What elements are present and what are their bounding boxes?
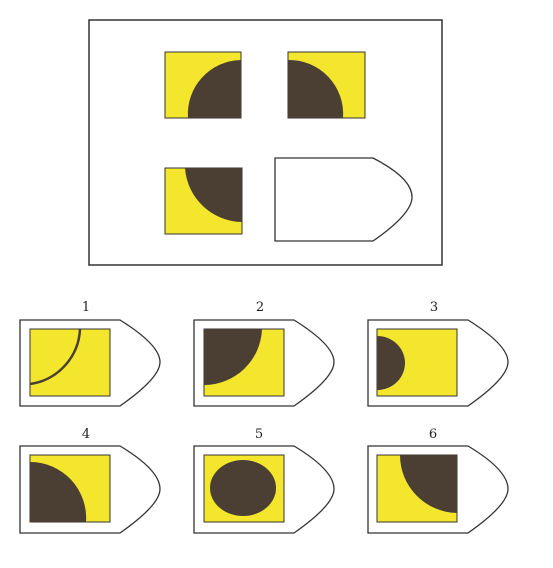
dark-quarter-disc (204, 329, 262, 385)
yellow-square (29, 328, 111, 397)
option-number: 2 (256, 300, 264, 315)
option-number: 3 (430, 300, 438, 315)
option-number: 5 (255, 427, 263, 442)
dark-quarter-disc (288, 59, 344, 118)
dark-half-disc (377, 336, 405, 390)
option-6[interactable]: 6 (367, 427, 509, 534)
question-frame (88, 19, 443, 266)
question-panel-3 (164, 167, 243, 235)
dark-quarter-disc (187, 60, 241, 118)
missing-answer-tag[interactable] (274, 157, 413, 242)
option-2[interactable]: 2 (193, 300, 335, 407)
option-number: 6 (429, 427, 437, 442)
option-5[interactable]: 5 (193, 427, 335, 534)
option-1[interactable]: 1 (19, 300, 161, 407)
option-number: 1 (82, 300, 90, 315)
dark-quarter-disc (400, 455, 457, 513)
arc-line (29, 328, 82, 386)
option-number: 4 (82, 427, 90, 442)
question-panel-1 (164, 51, 242, 119)
option-3[interactable]: 3 (367, 300, 509, 407)
option-4[interactable]: 4 (19, 427, 161, 534)
dark-ellipse (210, 460, 276, 516)
dark-quarter-disc (185, 168, 242, 222)
question-panel-2 (287, 51, 366, 119)
dark-quarter-disc (30, 461, 87, 522)
